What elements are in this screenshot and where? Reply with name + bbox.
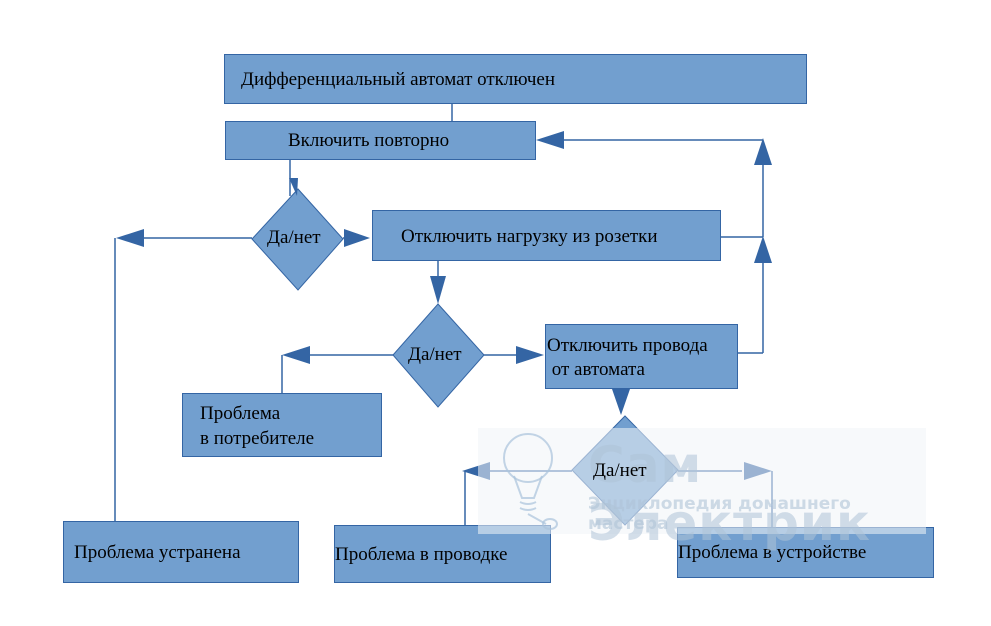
consumer-problem-label-1: Проблема — [200, 403, 281, 424]
arrow-up-icon — [754, 236, 772, 263]
retry-label: Включить повторно — [288, 130, 450, 151]
decision-diamond-2 — [392, 303, 485, 408]
unplug-load-label: Отключить нагрузку из розетки — [401, 226, 658, 247]
watermark-subtitle: Энциклопедия домашнего мастера — [588, 494, 851, 534]
arrow-left-icon — [116, 229, 144, 247]
wiring-problem-label: Проблема в проводке — [335, 544, 508, 565]
device-problem-box: Проблема в устройстве — [677, 527, 934, 578]
arrow-left-icon — [282, 346, 310, 364]
arrow-right-icon — [344, 229, 370, 247]
decision-label-3: Да/нет — [593, 460, 647, 481]
arrow-down-icon — [430, 276, 446, 304]
decision-label-2: Да/нет — [408, 344, 462, 365]
disconnect-wires-label-2: от автомата — [547, 359, 645, 380]
arrow-right-icon — [516, 346, 544, 364]
decision-diamond-1 — [251, 188, 344, 291]
unplug-load-box: Отключить нагрузку из розетки — [372, 210, 721, 261]
decision-label-1: Да/нет — [267, 227, 321, 248]
start-box: Дифференциальный автомат отключен — [224, 54, 807, 104]
arrow-left-icon — [536, 131, 564, 149]
problem-solved-box: Проблема устранена — [63, 521, 299, 583]
disconnect-wires-label-1: Отключить провода — [547, 335, 708, 356]
lightbulb-plug-icon — [503, 433, 558, 530]
watermark-title: Сам Электрик — [588, 436, 871, 552]
arrow-down-icon — [289, 178, 298, 196]
start-label: Дифференциальный автомат отключен — [241, 69, 556, 90]
consumer-problem-label-2: в потребителе — [200, 428, 315, 449]
retry-box: Включить повторно — [225, 121, 536, 160]
watermark: Сам Электрик Энциклопедия домашнего маст… — [478, 428, 926, 552]
problem-solved-label: Проблема устранена — [74, 542, 241, 563]
disconnect-wires-box: Отключить провода от автомата — [545, 324, 738, 389]
arrow-down-icon — [612, 389, 630, 415]
device-problem-label: Проблема в устройстве — [678, 542, 867, 563]
arrow-up-icon — [754, 138, 772, 165]
wiring-problem-box: Проблема в проводке — [334, 525, 551, 583]
consumer-problem-box: Проблема в потребителе — [182, 393, 382, 457]
